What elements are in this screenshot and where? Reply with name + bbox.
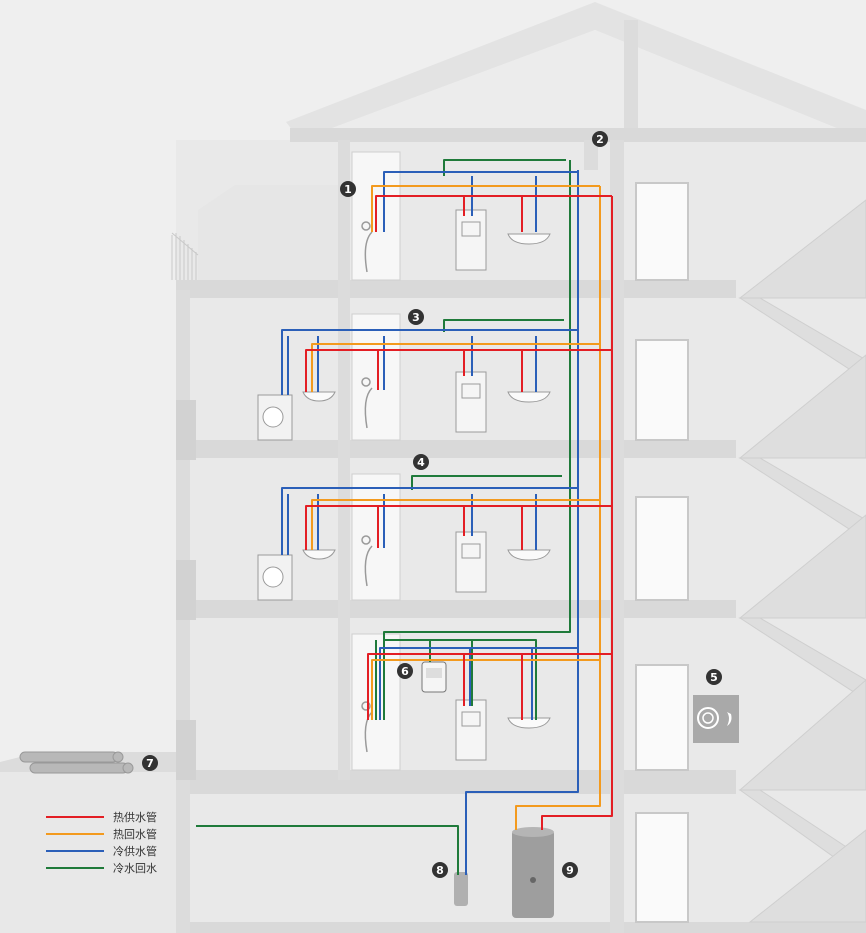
- columns: [176, 140, 624, 933]
- doors: [635, 182, 689, 923]
- water-heater: [512, 827, 554, 918]
- svg-text:5: 5: [710, 671, 718, 684]
- roof: [286, 2, 866, 140]
- staircases: [738, 199, 866, 923]
- marker-3: 3: [408, 309, 424, 325]
- svg-text:7: 7: [146, 757, 154, 770]
- svg-text:2: 2: [596, 133, 604, 146]
- marker-5: 5: [706, 669, 722, 685]
- water-filter: [454, 872, 468, 906]
- balcony-railing: [171, 232, 199, 280]
- shower-fixtures: [361, 221, 373, 753]
- marker-9: 9: [562, 862, 578, 878]
- hot-supply-pipe: [305, 195, 613, 830]
- svg-text:1: 1: [344, 183, 352, 196]
- legend-label-cold-supply: 冷供水管: [113, 844, 157, 858]
- svg-text:9: 9: [566, 864, 574, 877]
- svg-text:8: 8: [436, 864, 444, 877]
- legend: 热供水管 热回水管 冷供水管 冷水回水: [46, 810, 157, 875]
- marker-2: 2: [592, 131, 608, 147]
- heat-pump-unit: [421, 661, 447, 693]
- annex-pipes: [19, 751, 134, 774]
- svg-text:6: 6: [401, 665, 409, 678]
- cold-return-pipe: [196, 159, 571, 875]
- washbasins: [302, 233, 551, 729]
- svg-text:4: 4: [417, 456, 425, 469]
- annex: [0, 765, 190, 933]
- washing-machines: [257, 394, 293, 601]
- legend-label-cold-return: 冷水回水: [113, 862, 157, 875]
- marker-7: 7: [142, 755, 158, 771]
- legend-label-hot-return: 热回水管: [113, 827, 157, 841]
- hot-return-pipe: [311, 185, 601, 830]
- cold-supply-pipe: [281, 170, 579, 875]
- floor-slabs: [176, 128, 866, 933]
- attic-wall: [300, 30, 866, 150]
- legend-label-hot-supply: 热供水管: [113, 810, 157, 824]
- fire-hose-cabinet: [693, 695, 739, 743]
- roof-column: [624, 20, 638, 145]
- marker-8: 8: [432, 862, 448, 878]
- left-wing: [198, 185, 340, 290]
- marker-1: 1: [340, 181, 356, 197]
- marker-6: 6: [397, 663, 413, 679]
- marker-4: 4: [413, 454, 429, 470]
- svg-text:3: 3: [412, 311, 420, 324]
